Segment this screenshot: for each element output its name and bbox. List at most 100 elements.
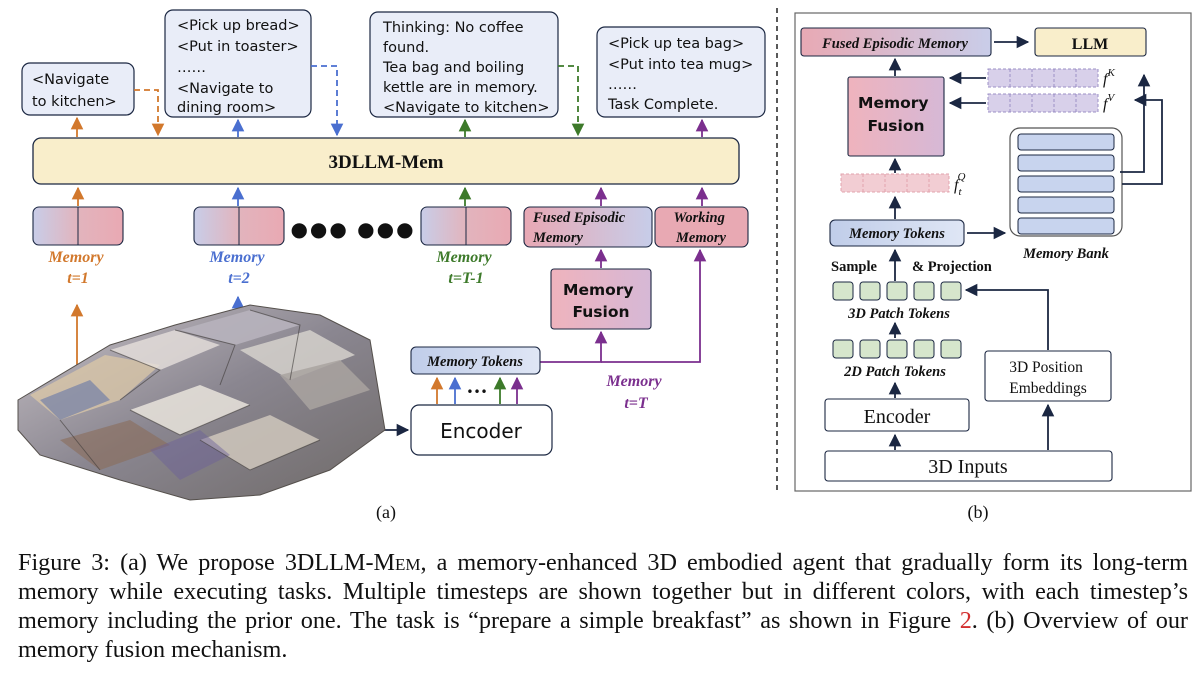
fused-episodic-memory-block-b: Fused Episodic Memory xyxy=(800,27,992,57)
bubble-navigate-line: to kitchen> xyxy=(32,94,117,110)
sample-label: Sample xyxy=(831,259,877,275)
svg-text:Memory t=1: Memory t=1 xyxy=(47,249,107,287)
memory-t1-label: t=1 xyxy=(67,270,89,287)
bubble-tea-line: Task Complete. xyxy=(607,97,718,113)
svg-text:Memory Fusion: Memory Fusion xyxy=(563,281,639,321)
caption-smallcaps: em xyxy=(395,549,421,576)
memory-tokens-b-label: Memory Tokens xyxy=(848,226,945,242)
memory-t2-label: t=2 xyxy=(228,270,250,287)
pos-embed-label: 3D Position xyxy=(1009,359,1083,376)
caption-part-2: , a memory-enhanced 3D embodied agent th… xyxy=(18,549,1188,634)
memory-tokens-a-label: Memory Tokens xyxy=(426,354,523,370)
2d-patch-tokens: 2D Patch Tokens xyxy=(832,339,962,380)
bank-to-kv-arrows xyxy=(1120,73,1163,185)
patch3d-label: 3D Patch Tokens xyxy=(847,306,950,322)
memory-tm1-label: Memory xyxy=(435,249,492,266)
bubble-bread: <Pick up bread> <Put in toaster> …… <Nav… xyxy=(164,9,312,118)
svg-text:Fused Episodic Memory: Fused Episodic Memory xyxy=(532,210,629,246)
output-arrows xyxy=(70,116,709,137)
memory-fusion-a-label: Fusion xyxy=(572,303,629,321)
svg-text:Memory t=2: Memory t=2 xyxy=(208,249,268,287)
memory-block-t1: Memory t=1 xyxy=(32,206,124,287)
token-connectors xyxy=(540,248,707,363)
figure-caption: Figure 3: (a) We propose 3DLLM-Mem, a me… xyxy=(18,548,1188,664)
panel-a-label: (a) xyxy=(376,502,396,523)
encoder-block-b: Encoder xyxy=(824,398,970,432)
bubble-tea-line: <Put into tea mug> xyxy=(608,57,753,73)
memory-t2-label: Memory xyxy=(208,249,265,266)
caption-part-1: Figure 3: (a) We propose 3DLLM-M xyxy=(18,549,396,576)
fused-episodic-label: Fused Episodic xyxy=(532,210,626,226)
svg-text:Working Memory: Working Memory xyxy=(674,210,729,246)
3d-house-scene xyxy=(17,304,386,501)
fv-label: fV xyxy=(1103,92,1115,113)
svg-text:<Pick up bread> <Put in: <Pick up bread> <Put in toaster> …… <Nav… xyxy=(177,18,304,116)
svg-text:3D Position Embeddings: 3D Position Embeddings xyxy=(1009,359,1087,397)
working-memory-label: Memory xyxy=(675,230,727,246)
bubble-thinking: Thinking: No coffee found. Tea bag and b… xyxy=(369,11,559,118)
bubble-bread-line: <Put in toaster> xyxy=(177,39,299,55)
bubble-thinking-line: Tea bag and boiling xyxy=(382,60,524,76)
memory-fusion-b-label: Fusion xyxy=(867,117,924,135)
patch2d-label: 2D Patch Tokens xyxy=(843,364,946,380)
memory-t1-label: Memory xyxy=(47,249,104,266)
inputs-block: 3D Inputs xyxy=(824,450,1113,482)
svg-text:Thinking: No coffee foun: Thinking: No coffee found. Tea bag and b… xyxy=(382,20,550,116)
encoder-to-tokens-arrows xyxy=(430,376,524,404)
bubble-bread-line: dining room> xyxy=(177,100,276,116)
memory-fusion-a-label: Memory xyxy=(563,281,633,299)
fused-episodic-memory-block: Fused Episodic Memory xyxy=(523,206,653,248)
memory-fusion-block-b: Memory Fusion xyxy=(847,76,945,157)
bubble-tea-line: …… xyxy=(608,77,637,93)
bubble-tea-line: <Pick up tea bag> xyxy=(608,36,744,52)
memory-block-t2: Memory t=2 xyxy=(193,206,285,287)
llm-block: LLM xyxy=(1034,27,1147,57)
bubble-thinking-line: Thinking: No coffee xyxy=(382,20,524,36)
working-memory-label: Working xyxy=(674,210,725,226)
bubble-thinking-line: kettle are in memory. xyxy=(383,80,538,96)
memory-tm1-label: t=T-1 xyxy=(448,270,483,287)
dashed-feedback-arrows xyxy=(134,65,585,137)
model-bar: 3DLLM-Mem xyxy=(32,137,740,185)
bubble-bread-line: …… xyxy=(177,60,206,76)
fq-label: ftQ xyxy=(954,171,966,198)
ellipsis-dots: ●●● ●●● xyxy=(290,217,415,241)
memory-tokens-block-a: Memory Tokens xyxy=(410,346,541,375)
panel-b-label: (b) xyxy=(968,502,989,523)
bubble-navigate: <Navigate to kitchen> xyxy=(21,62,135,116)
projection-label: & Projection xyxy=(912,259,992,275)
caption-part-3: . (b) Overview of our memory fusion mech… xyxy=(18,607,1188,663)
memory-bank-label: Memory Bank xyxy=(1022,246,1110,262)
figure-diagram: <Navigate to kitchen> <Pick up bread> <P… xyxy=(17,8,1192,523)
memory-tokens-block-b: Memory Tokens xyxy=(829,219,965,247)
working-memory-block: Working Memory xyxy=(654,206,749,248)
pos-embed-block: 3D Position Embeddings xyxy=(984,350,1112,402)
key-token-strip xyxy=(987,68,1099,88)
bubble-thinking-line: found. xyxy=(383,40,429,56)
bubble-thinking-line: <Navigate to kitchen> xyxy=(383,100,550,116)
fused-episodic-label: Memory xyxy=(532,230,584,246)
memory-t-label: Memory t=T xyxy=(605,373,665,412)
bubble-tea: <Pick up tea bag> <Put into tea mug> …… … xyxy=(596,26,766,118)
memory-block-tm1: Memory t=T-1 xyxy=(420,206,512,287)
svg-text:Memory Fusion: Memory Fusion xyxy=(858,94,934,135)
memory-fusion-b-label: Memory xyxy=(858,94,928,112)
figure-ref-link[interactable]: 2 xyxy=(959,607,972,634)
encoder-a-label: Encoder xyxy=(440,419,523,443)
model-label: 3DLLM-Mem xyxy=(328,152,443,173)
svg-text:<Pick up tea bag> <Put i: <Pick up tea bag> <Put into tea mug> …… … xyxy=(607,36,758,113)
query-token-strip xyxy=(840,173,950,193)
3d-patch-tokens: 3D Patch Tokens xyxy=(832,281,962,322)
bubble-navigate-line: <Navigate xyxy=(32,72,109,88)
inputs-label: 3D Inputs xyxy=(928,456,1008,478)
encoder-block-a: Encoder xyxy=(410,404,553,456)
memory-fusion-block-a: Memory Fusion xyxy=(550,268,652,330)
bubble-bread-line: <Navigate to xyxy=(177,81,273,97)
memory-to-model-arrows xyxy=(71,186,709,206)
svg-text:Memory t=T-1: Memory t=T-1 xyxy=(435,249,495,287)
bubble-bread-line: <Pick up bread> xyxy=(177,18,300,34)
pos-embed-label: Embeddings xyxy=(1009,380,1087,397)
svg-text:<Navigate to kitchen>: <Navigate to kitchen> xyxy=(32,72,117,110)
value-token-strip xyxy=(987,93,1099,113)
encoder-b-label: Encoder xyxy=(864,406,931,428)
